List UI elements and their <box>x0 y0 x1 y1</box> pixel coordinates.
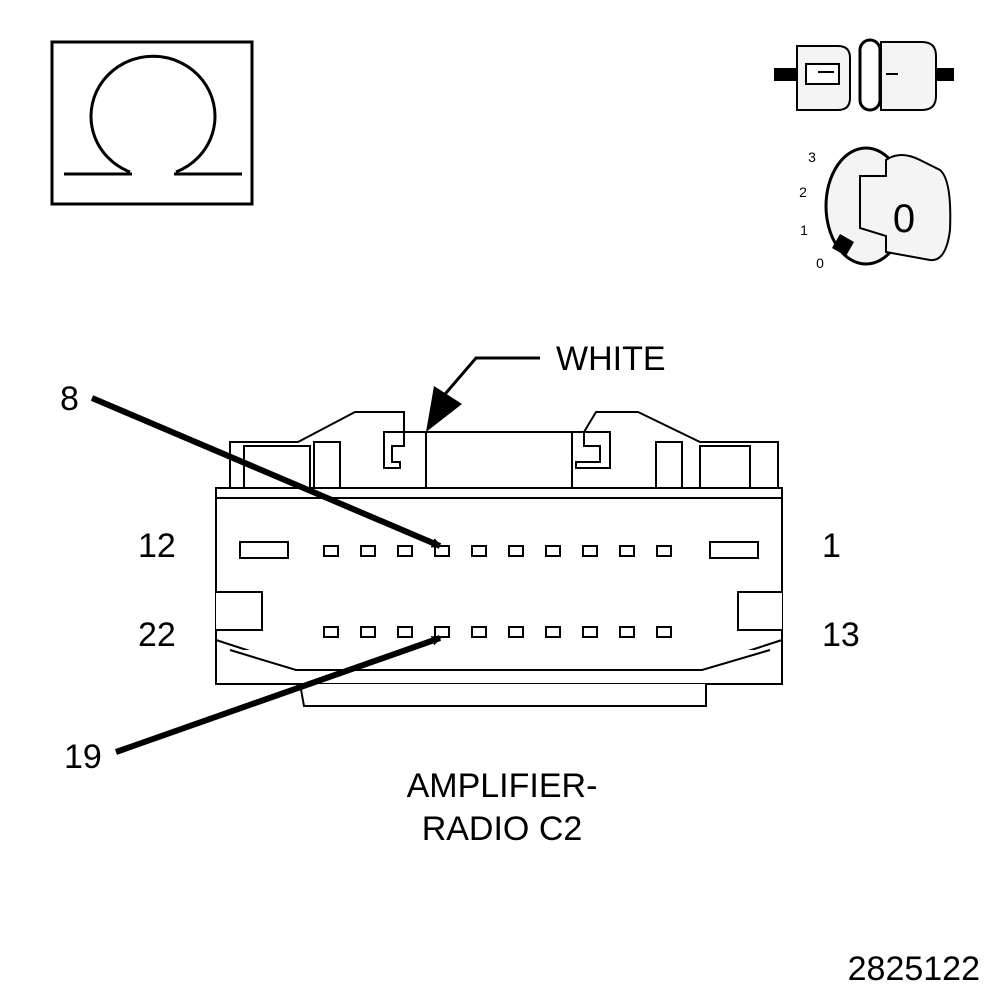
disconnected-connector-icon <box>774 38 954 112</box>
callout-8-label: 8 <box>60 380 79 418</box>
cavity-bottom <box>360 626 376 638</box>
cavity-top <box>397 545 413 557</box>
ignition-position-1: 1 <box>800 222 808 238</box>
white-leader-line <box>438 356 540 401</box>
pin-1-label: 1 <box>822 527 841 565</box>
connector-title-line2: RADIO C2 <box>422 810 583 848</box>
pin-22-label: 22 <box>138 616 176 654</box>
cavity-bottom <box>656 626 672 638</box>
callout-19-arrow <box>115 635 442 755</box>
figure-number: 2825122 <box>848 950 980 988</box>
cavity-top <box>434 545 450 557</box>
cavity-1-large <box>709 541 759 559</box>
cavity-row-bottom <box>323 626 672 638</box>
ignition-position-2: 2 <box>799 184 807 200</box>
callout-19-label: 19 <box>64 738 102 776</box>
ignition-position-3: 3 <box>808 149 816 165</box>
cavity-top <box>619 545 635 557</box>
cavity-top <box>582 545 598 557</box>
cavity-top <box>656 545 672 557</box>
cavity-bottom <box>582 626 598 638</box>
cavity-bottom <box>619 626 635 638</box>
cavity-12-large <box>239 541 289 559</box>
white-leader-arrowhead <box>426 386 462 432</box>
connector-face <box>215 411 783 707</box>
cavity-bottom <box>508 626 524 638</box>
ignition-position-0: 0 <box>816 255 824 271</box>
cavity-bottom <box>471 626 487 638</box>
cavity-bottom <box>434 626 450 638</box>
cavity-top <box>508 545 524 557</box>
cavity-bottom <box>397 626 413 638</box>
ignition-key-position: 0 <box>893 197 915 241</box>
cavity-row-top <box>323 545 672 557</box>
cavity-top <box>471 545 487 557</box>
cavity-top <box>545 545 561 557</box>
cavity-bottom <box>545 626 561 638</box>
cavity-bottom <box>323 626 339 638</box>
connector-color-label: WHITE <box>556 340 666 378</box>
callout-8-arrow <box>90 395 442 549</box>
cavity-top <box>360 545 376 557</box>
cavity-top <box>323 545 339 557</box>
pin-12-label: 12 <box>138 527 176 565</box>
connector-title-line1: AMPLIFIER- <box>407 767 598 805</box>
ignition-key-icon: 0 3 2 1 0 <box>799 146 952 271</box>
ohm-symbol-icon <box>50 40 254 206</box>
pin-13-label: 13 <box>822 616 860 654</box>
